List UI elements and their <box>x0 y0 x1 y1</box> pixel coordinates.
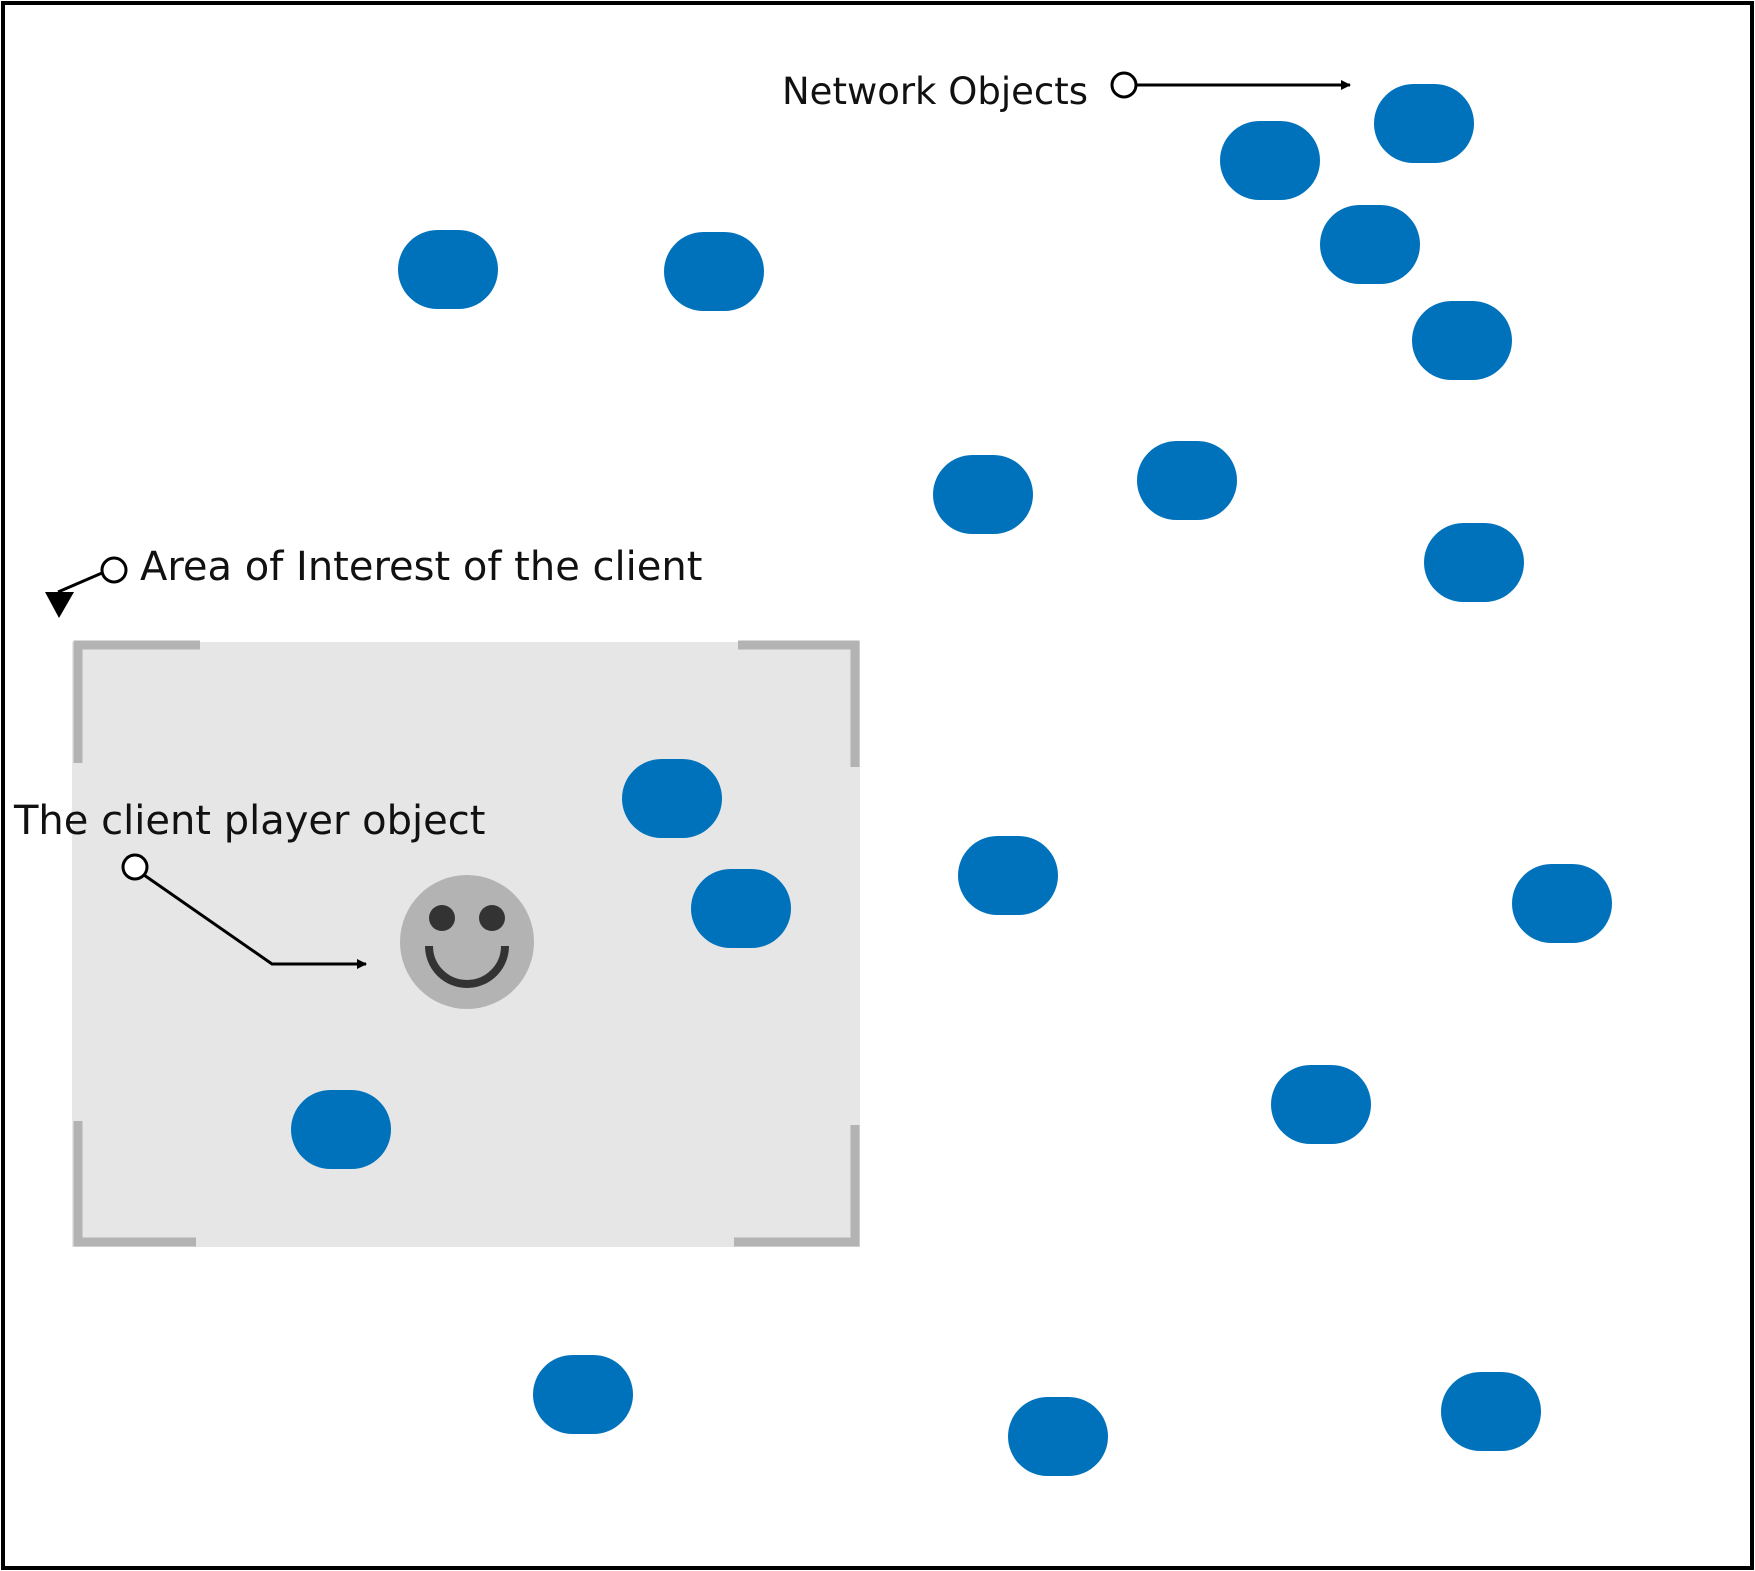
network-objects-label: Network Objects <box>782 70 1088 113</box>
network-object <box>622 759 722 838</box>
network-object <box>1412 301 1512 380</box>
smiley-right-eye <box>479 905 505 931</box>
area-of-interest-arrowhead <box>45 592 74 618</box>
aoi-corner-bottom-left <box>73 1121 196 1247</box>
network-object <box>1512 864 1612 943</box>
client-player-leader <box>143 873 367 969</box>
network-object <box>1008 1397 1108 1476</box>
network-object <box>1374 84 1474 163</box>
smiley-mouth <box>425 945 509 988</box>
network-object <box>1220 121 1320 200</box>
callout-area-of-interest: Area of Interest of the client <box>45 544 702 618</box>
callout-client-player: The client player object <box>13 798 485 969</box>
network-object <box>533 1355 633 1434</box>
network-object <box>958 836 1058 915</box>
network-objects-anchor <box>1110 71 1138 99</box>
area-of-interest-leader <box>57 571 103 594</box>
network-object <box>1424 523 1524 602</box>
network-object <box>1320 205 1420 284</box>
callout-network-objects: Network Objects <box>782 70 1351 113</box>
area-of-interest-anchor <box>100 556 128 584</box>
network-object <box>1137 441 1237 520</box>
aoi-corner-bottom-right <box>734 1125 860 1247</box>
smiley-face-icon <box>400 875 534 1009</box>
area-of-interest-label: Area of Interest of the client <box>140 544 702 590</box>
network-object <box>291 1090 391 1169</box>
network-object <box>1271 1065 1371 1144</box>
network-object <box>1441 1372 1541 1451</box>
client-player <box>400 875 534 1009</box>
network-object <box>398 230 498 309</box>
network-objects <box>291 84 1612 1476</box>
network-object <box>664 232 764 311</box>
network-object <box>933 455 1033 534</box>
smiley-left-eye <box>429 905 455 931</box>
aoi-corner-top-left <box>73 640 200 763</box>
client-player-anchor <box>121 853 149 881</box>
client-player-label: The client player object <box>13 798 485 844</box>
aoi-corner-top-right <box>738 640 860 767</box>
network-object <box>691 869 791 948</box>
